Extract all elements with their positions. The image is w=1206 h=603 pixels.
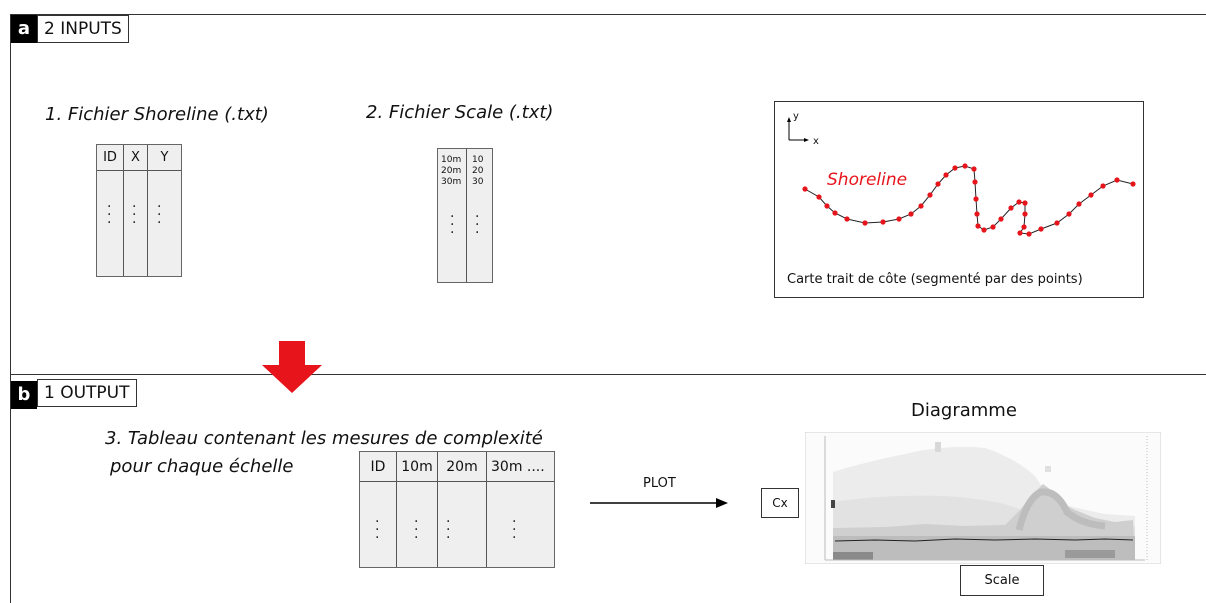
ellipsis-dots: ··· (475, 209, 480, 241)
panel-a-top-border (10, 14, 1206, 15)
panel-a-badge: a (11, 15, 37, 43)
column-divider (486, 452, 487, 567)
panel-b-title: 1 OUTPUT (37, 379, 137, 407)
ellipsis-dots: ··· (446, 514, 451, 546)
column-divider (147, 145, 148, 276)
axes-icon (787, 117, 809, 142)
ellipsis-dots: ··· (107, 199, 112, 231)
axis-y-label: y (793, 111, 799, 122)
right-arrow-icon (590, 498, 728, 508)
map-caption: Carte trait de côte (segmenté par des po… (787, 272, 1083, 287)
table-header-x: X (131, 150, 140, 165)
column-divider (123, 145, 124, 276)
table-header-id: ID (370, 459, 386, 475)
table-header-id: ID (103, 150, 117, 165)
scale-file-table: 10m 20m 30m 10 20 30 ··· ··· (437, 148, 493, 283)
column-divider (466, 149, 467, 282)
scale-values-column: 10 20 30 (472, 155, 484, 187)
table-header-10m: 10m (401, 459, 433, 475)
ellipsis-dots: ··· (157, 199, 162, 231)
scale-axis-label: Scale (960, 565, 1044, 596)
output-table-label-line1: 3. Tableau contenant les mesures de comp… (105, 428, 543, 449)
ellipsis-dots: ··· (375, 514, 380, 546)
table-header-20m: 20m (446, 459, 478, 475)
panel-left-border (10, 14, 11, 603)
table-header-30m: 30m .... (491, 459, 545, 475)
ellipsis-dots: ··· (414, 514, 419, 546)
file1-label: 1. Fichier Shoreline (.txt) (45, 104, 269, 125)
scale-names-column: 10m 20m 30m (441, 155, 462, 187)
table-header-divider (97, 170, 181, 171)
file2-label: 2. Fichier Scale (.txt) (366, 102, 554, 123)
output-complexity-table: ID 10m 20m 30m .... ··· ··· ··· ··· (359, 451, 555, 568)
table-header-divider (360, 481, 554, 482)
panel-a-title: 2 INPUTS (37, 15, 129, 43)
column-divider (396, 452, 397, 567)
ellipsis-dots: ··· (512, 514, 517, 546)
panel-b-top-border (10, 374, 1206, 375)
output-table-label-line2: pour chaque échelle (110, 456, 294, 477)
complexity-heatmap (805, 432, 1161, 564)
down-arrow-icon (262, 341, 322, 393)
table-header-y: Y (160, 150, 169, 165)
cx-axis-label: Cx (761, 488, 799, 518)
shoreline-file-table: ID X Y ··· ··· ··· (96, 144, 182, 277)
shoreline-curve (802, 163, 1136, 237)
ellipsis-dots: ··· (450, 209, 455, 241)
shoreline-label: Shoreline (827, 170, 908, 190)
diagram-title: Diagramme (911, 400, 1017, 421)
panel-b-badge: b (11, 381, 37, 409)
plot-label: PLOT (643, 476, 676, 491)
column-divider (437, 452, 438, 567)
axis-x-label: x (813, 136, 819, 147)
ellipsis-dots: ··· (132, 199, 137, 231)
shoreline-map-box: y x Shoreline Carte trait de côte (segme… (774, 101, 1144, 298)
